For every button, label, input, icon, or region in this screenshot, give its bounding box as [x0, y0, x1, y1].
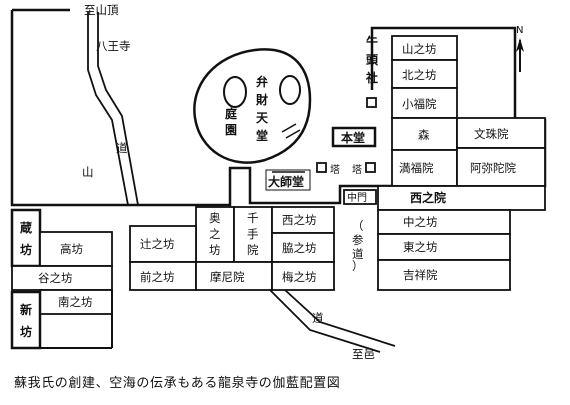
- label-manpukuin: 満福院: [399, 161, 434, 175]
- label-yamanobo: 山之坊: [402, 42, 437, 56]
- gozusha-shrine: [366, 97, 377, 108]
- label-takabo: 高坊: [60, 242, 83, 256]
- label-sando: （ 参 道 ）: [352, 219, 364, 273]
- cell-kurabo: [10, 208, 42, 268]
- label-forest: 森: [418, 128, 430, 142]
- svg-text:弁: 弁: [256, 74, 268, 89]
- label-nishinobo: 西之坊: [282, 213, 317, 227]
- svg-text:蔵: 蔵: [20, 220, 32, 235]
- cell-nishinoin: [377, 185, 546, 211]
- label-kitanobo: 北之坊: [402, 68, 437, 82]
- cell-manpukuin: [391, 149, 458, 187]
- label-road-south: 道: [312, 311, 324, 325]
- label-amidain: 阿弥陀院: [470, 161, 516, 175]
- label-road-north: 道: [116, 141, 128, 155]
- label-hachiouji: 八王寺: [96, 39, 131, 53]
- cell-shinbo: [10, 290, 42, 350]
- label-shinbo: 新 坊: [20, 302, 32, 339]
- cell-kobo: [271, 232, 335, 263]
- cell-manin: [195, 261, 273, 291]
- label-kobo: 脇之坊: [282, 241, 317, 255]
- svg-text:午: 午: [366, 34, 378, 49]
- label-pagoda-left: 塔: [330, 163, 340, 176]
- compass-north-icon: [516, 38, 524, 72]
- cell-tsujinobo: [129, 225, 197, 263]
- svg-text:堂: 堂: [256, 128, 268, 143]
- svg-text:（: （: [352, 219, 364, 233]
- label-benzaiten: 弁 財 天 堂: [255, 74, 269, 143]
- chumon-gate: [343, 189, 377, 205]
- cell-kisshoin: [377, 259, 511, 291]
- label-minaminobo: 南之坊: [58, 295, 93, 309]
- label-hondo: 本堂: [341, 130, 365, 145]
- garden-pond: [193, 48, 312, 164]
- svg-text:参: 参: [352, 233, 364, 247]
- label-manin: 摩尼院: [210, 270, 245, 284]
- svg-text:手: 手: [247, 227, 259, 241]
- svg-text:社: 社: [365, 70, 378, 85]
- cell-takabo: [39, 231, 113, 267]
- label-kisshoin: 吉祥院: [403, 268, 438, 282]
- svg-text:坊: 坊: [20, 242, 32, 257]
- south-road: [269, 289, 396, 353]
- label-maenobo: 前之坊: [140, 270, 175, 284]
- label-senjuin: 千 手 院: [247, 211, 259, 257]
- pond-islet-left: [223, 76, 247, 108]
- label-higashinobo: 東之坊: [403, 240, 438, 254]
- label-to-village: 至邑: [352, 347, 375, 361]
- svg-text:財: 財: [255, 92, 268, 107]
- label-to-summit: 至山頂: [84, 3, 119, 17]
- cell-amidain: [456, 147, 546, 187]
- label-chumon: 中門: [347, 191, 367, 204]
- label-nishinoin: 西之院: [410, 190, 446, 205]
- svg-text:天: 天: [256, 111, 269, 125]
- svg-text:道: 道: [352, 247, 364, 261]
- svg-text:頭: 頭: [366, 53, 379, 67]
- cell-taninobo: [11, 265, 113, 291]
- boundary-line: [10, 10, 547, 207]
- hondo-building: [331, 126, 377, 148]
- svg-text:園: 園: [225, 123, 237, 137]
- label-tsujinobo: 辻之坊: [140, 237, 175, 251]
- pond-islet-right: [279, 75, 301, 105]
- cell-nishinobo: [271, 206, 335, 234]
- label-kofukuin: 小福院: [402, 97, 437, 111]
- figure-caption: 蘇我氏の創建、空海の伝承もある龍泉寺の伽藍配置図: [14, 376, 341, 391]
- svg-text:千: 千: [247, 211, 259, 225]
- cell-nakanobo: [377, 209, 511, 235]
- svg-text:之: 之: [209, 227, 221, 241]
- pagoda-right: [365, 162, 376, 173]
- label-gozusha: 午 頭 社: [365, 34, 379, 85]
- label-nakanobo: 中之坊: [403, 215, 438, 229]
- label-pagoda-right: 塔: [352, 163, 362, 176]
- label-okunobo: 奥 之 坊: [209, 211, 221, 257]
- cell-umenobo: [271, 261, 335, 291]
- pagoda-left: [316, 162, 327, 173]
- label-kurabo: 蔵 坊: [20, 220, 32, 257]
- cell-maenobo: [129, 261, 197, 291]
- label-mountain: 山: [82, 165, 94, 179]
- svg-text:坊: 坊: [20, 324, 32, 339]
- label-taninobo: 谷之坊: [38, 271, 73, 285]
- daishido-outline: [265, 169, 311, 191]
- svg-text:奥: 奥: [209, 211, 221, 225]
- svg-text:庭: 庭: [225, 106, 237, 121]
- pond-bridge: [281, 123, 301, 139]
- svg-text:新: 新: [20, 302, 32, 317]
- label-garden: 庭 園: [225, 106, 237, 137]
- north-road: [87, 12, 139, 206]
- svg-text:坊: 坊: [209, 243, 221, 257]
- label-daishido: 大師堂: [268, 174, 304, 189]
- label-monjuin: 文珠院: [474, 127, 509, 141]
- svg-text:）: ）: [352, 259, 364, 273]
- label-compass-n: N: [516, 25, 523, 36]
- label-umenobo: 梅之坊: [282, 270, 317, 284]
- svg-text:院: 院: [247, 243, 259, 257]
- cell-higashinobo: [377, 233, 511, 261]
